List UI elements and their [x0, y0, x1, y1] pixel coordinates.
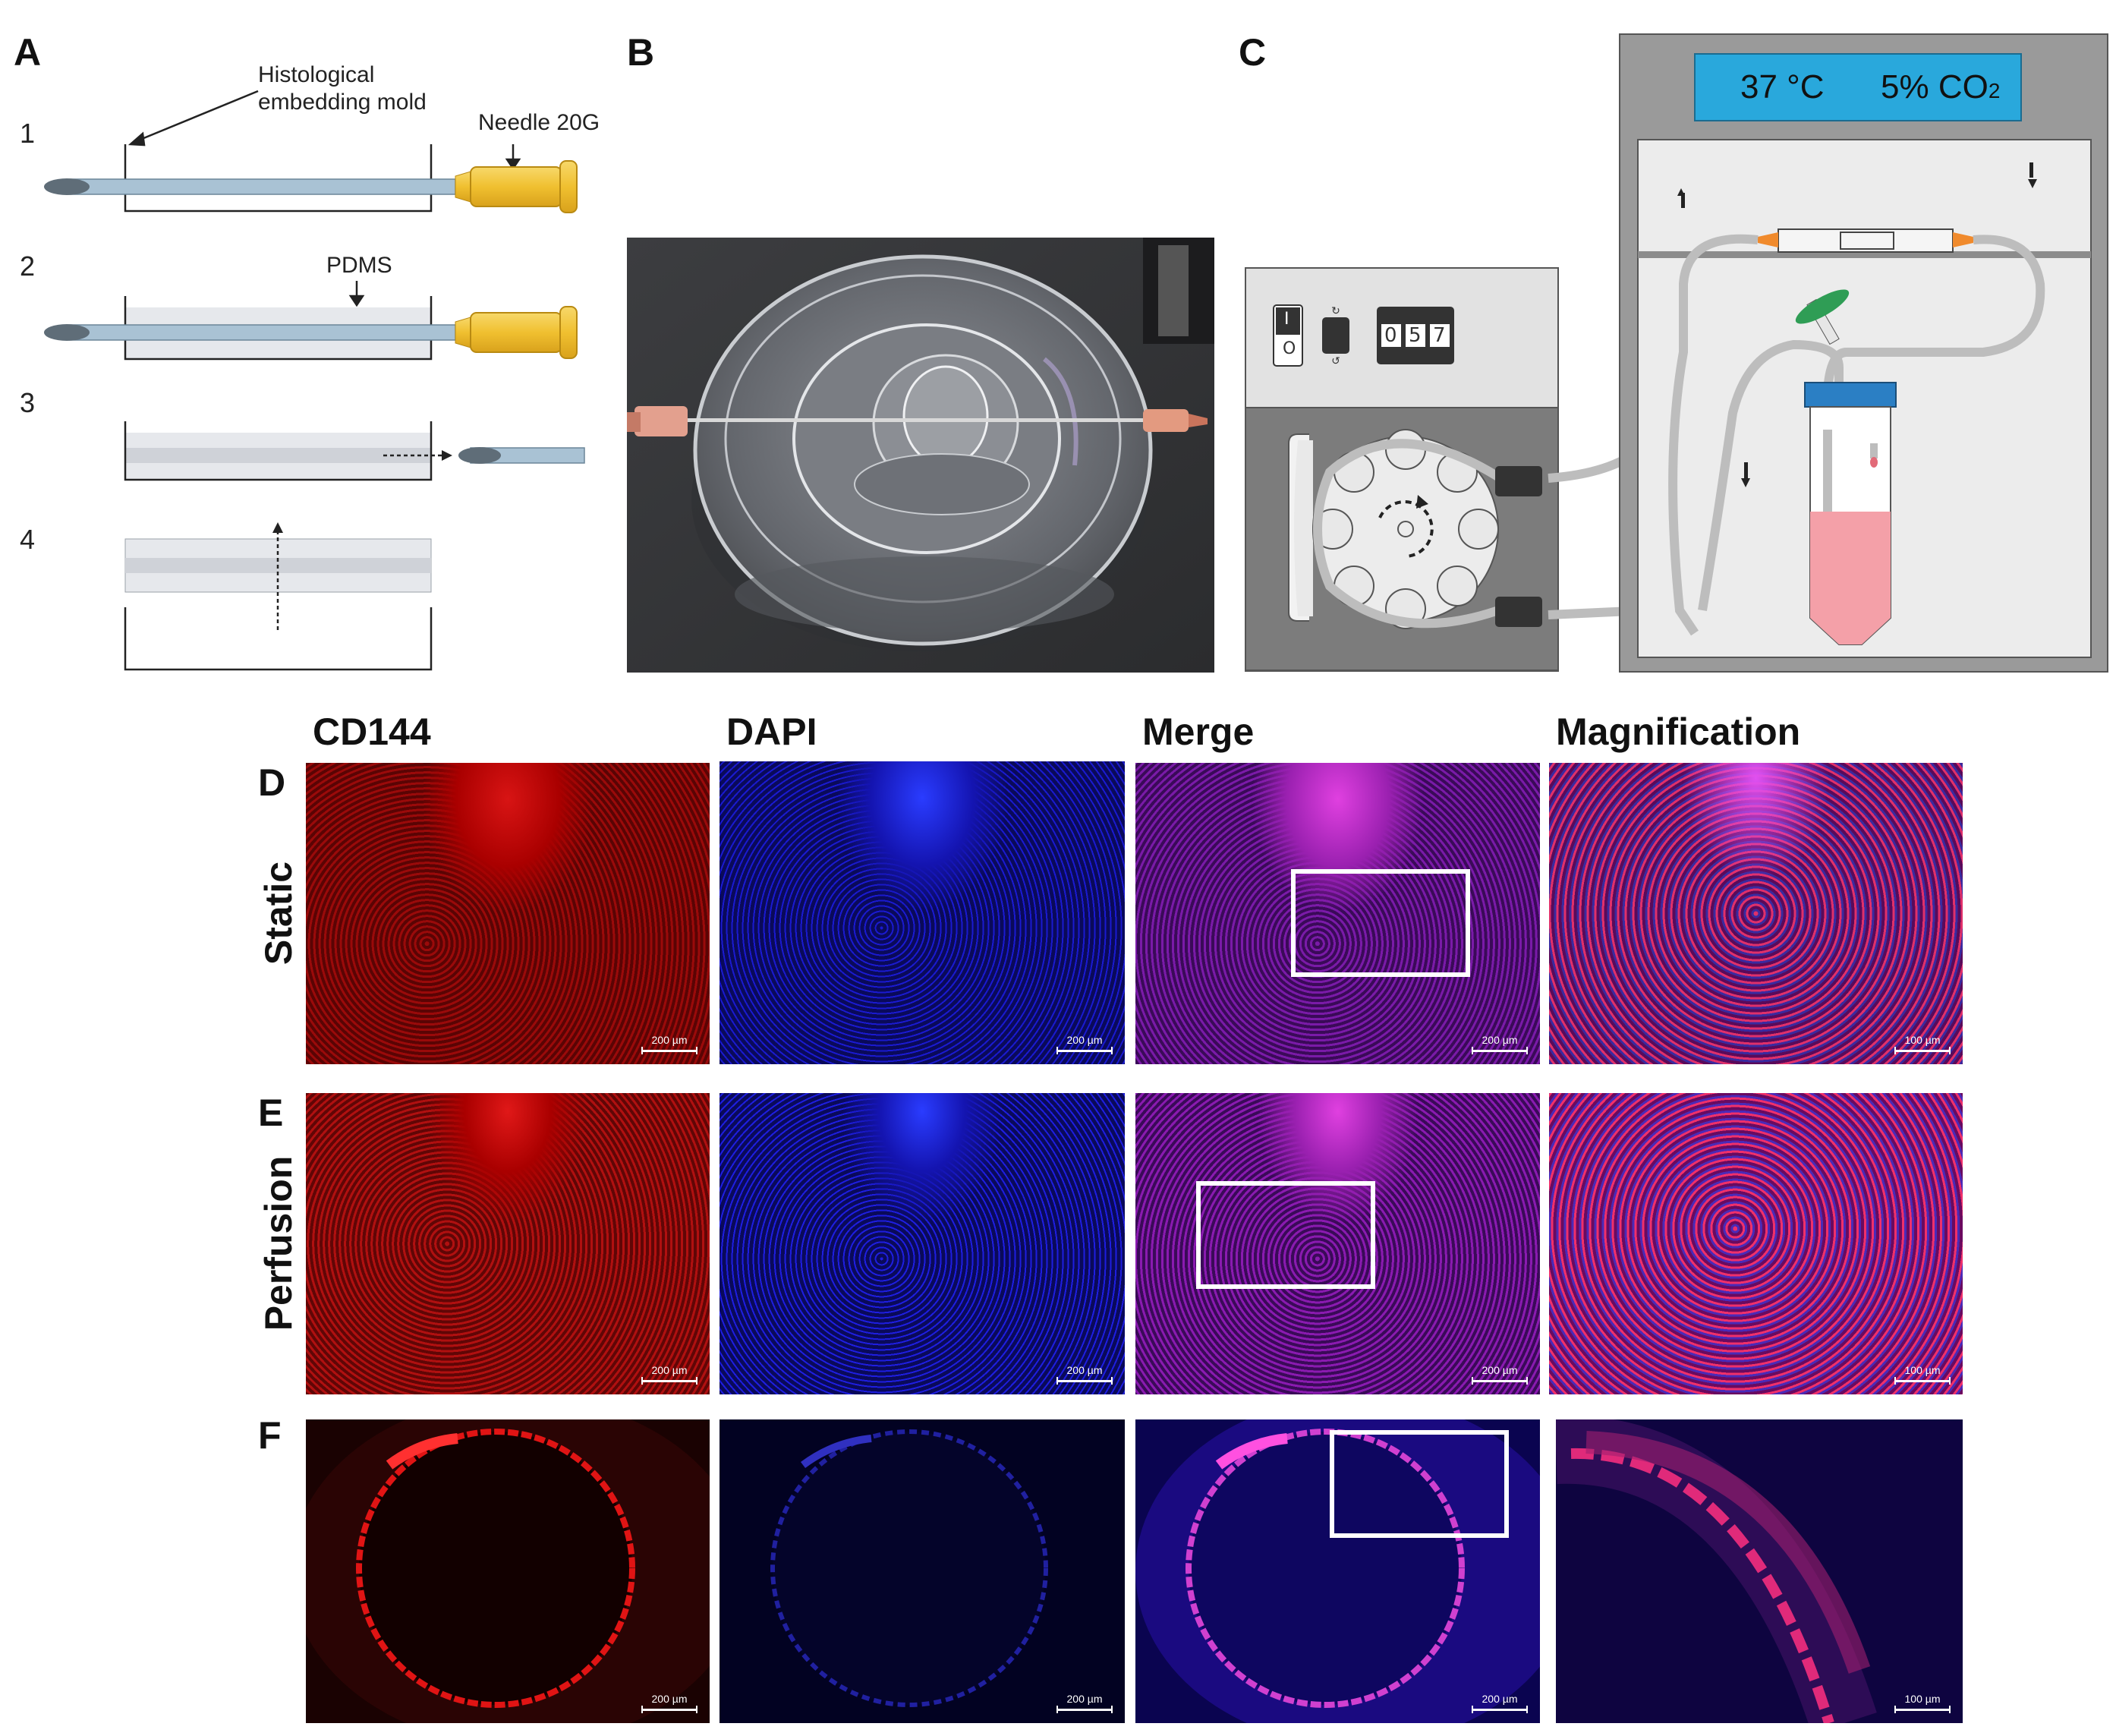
micrograph-cross-section-merge: 200 µm — [1135, 1419, 1540, 1723]
panel-label-a: A — [14, 31, 42, 74]
pdms-arrow — [348, 281, 365, 307]
switch-on-label: I — [1284, 310, 1289, 329]
micrograph-cross-section-dapi: 200 µm — [720, 1419, 1125, 1723]
panel-label-d: D — [258, 761, 286, 804]
micrograph-static-cd144: 200 µm — [306, 763, 710, 1064]
micrograph-perfusion-dapi: 200 µm — [720, 1093, 1125, 1394]
panel-label-c: C — [1239, 31, 1267, 74]
scale-bar: 200 µm — [1055, 1693, 1114, 1716]
column-header-magnification: Magnification — [1556, 710, 1801, 753]
panel-label-e: E — [258, 1092, 284, 1134]
pdms-label: PDMS — [326, 253, 392, 278]
mold-label-line1: Histological — [258, 62, 375, 87]
device-photo — [627, 238, 1214, 673]
micrograph-perfusion-magnification: 100 µm — [1549, 1093, 1963, 1394]
sterile-filter — [1795, 289, 1850, 345]
micrograph-perfusion-cd144: 200 µm — [306, 1093, 710, 1394]
scale-bar: 100 µm — [1893, 1034, 1952, 1057]
zoom-box — [1330, 1430, 1509, 1538]
incubator: 37 °C 5% CO2 — [1619, 33, 2108, 673]
mold-arrow — [128, 90, 259, 147]
panel-label-f: F — [258, 1414, 282, 1457]
mold-label-line2: embedding mold — [258, 90, 427, 115]
scale-bar: 200 µm — [1055, 1034, 1114, 1057]
column-header-cd144: CD144 — [313, 710, 431, 753]
step-3-drawing — [124, 421, 585, 481]
panel-a-schematic — [44, 90, 585, 671]
needle-arrow — [505, 144, 521, 171]
scale-bar: 100 µm — [1893, 1693, 1952, 1716]
counter-digit-3: 7 — [1433, 324, 1446, 347]
row-header-perfusion: Perfusion — [257, 1155, 300, 1331]
needle-label: Needle 20G — [478, 110, 600, 135]
row-header-static: Static — [257, 861, 300, 966]
direction-switch — [1322, 317, 1349, 354]
micrograph-perfusion-merge: 200 µm — [1135, 1093, 1540, 1394]
scale-bar: 200 µm — [1055, 1364, 1114, 1387]
micrograph-static-magnification: 100 µm — [1549, 763, 1963, 1064]
co2-subscript: 2 — [1988, 79, 2001, 102]
svg-text:↻: ↻ — [1331, 305, 1340, 317]
scale-bar: 100 µm — [1893, 1364, 1952, 1387]
switch-off-label: O — [1283, 339, 1296, 358]
step-2-drawing — [44, 296, 578, 361]
co2-text: 5% CO — [1881, 68, 1988, 106]
micrograph-static-merge: 200 µm — [1135, 763, 1540, 1064]
svg-text:↺: ↺ — [1331, 355, 1340, 367]
scale-bar: 200 µm — [1470, 1693, 1529, 1716]
step-3-number: 3 — [20, 387, 36, 418]
step-4-drawing — [124, 522, 433, 671]
zoom-box — [1196, 1181, 1375, 1289]
micrograph-cross-section-magnification: 100 µm — [1556, 1419, 1963, 1723]
counter-digit-2: 5 — [1409, 324, 1422, 347]
panel-label-b: B — [627, 31, 655, 74]
scale-bar: 200 µm — [640, 1034, 699, 1057]
step-1-number: 1 — [20, 118, 36, 149]
scale-bar: 200 µm — [1470, 1364, 1529, 1387]
scale-bar: 200 µm — [640, 1364, 699, 1387]
column-header-merge: Merge — [1142, 710, 1255, 753]
peristaltic-pump: ↻ ↺ I O 0 5 7 — [1245, 267, 1559, 672]
scale-bar: 200 µm — [1470, 1034, 1529, 1057]
micrograph-static-dapi: 200 µm — [720, 761, 1125, 1064]
step-2-number: 2 — [20, 250, 36, 282]
step-4-number: 4 — [20, 524, 36, 555]
step-1-drawing — [44, 144, 578, 213]
scale-bar: 200 µm — [640, 1693, 699, 1716]
micrograph-cross-section-cd144: 200 µm — [306, 1419, 710, 1723]
counter-digit-1: 0 — [1384, 324, 1397, 347]
incubator-temperature: 37 °C — [1740, 68, 1825, 106]
column-header-dapi: DAPI — [726, 710, 817, 753]
incubator-co2: 5% CO2 — [1881, 68, 2000, 106]
zoom-box — [1291, 869, 1470, 977]
incubator-display — [1694, 53, 2022, 121]
